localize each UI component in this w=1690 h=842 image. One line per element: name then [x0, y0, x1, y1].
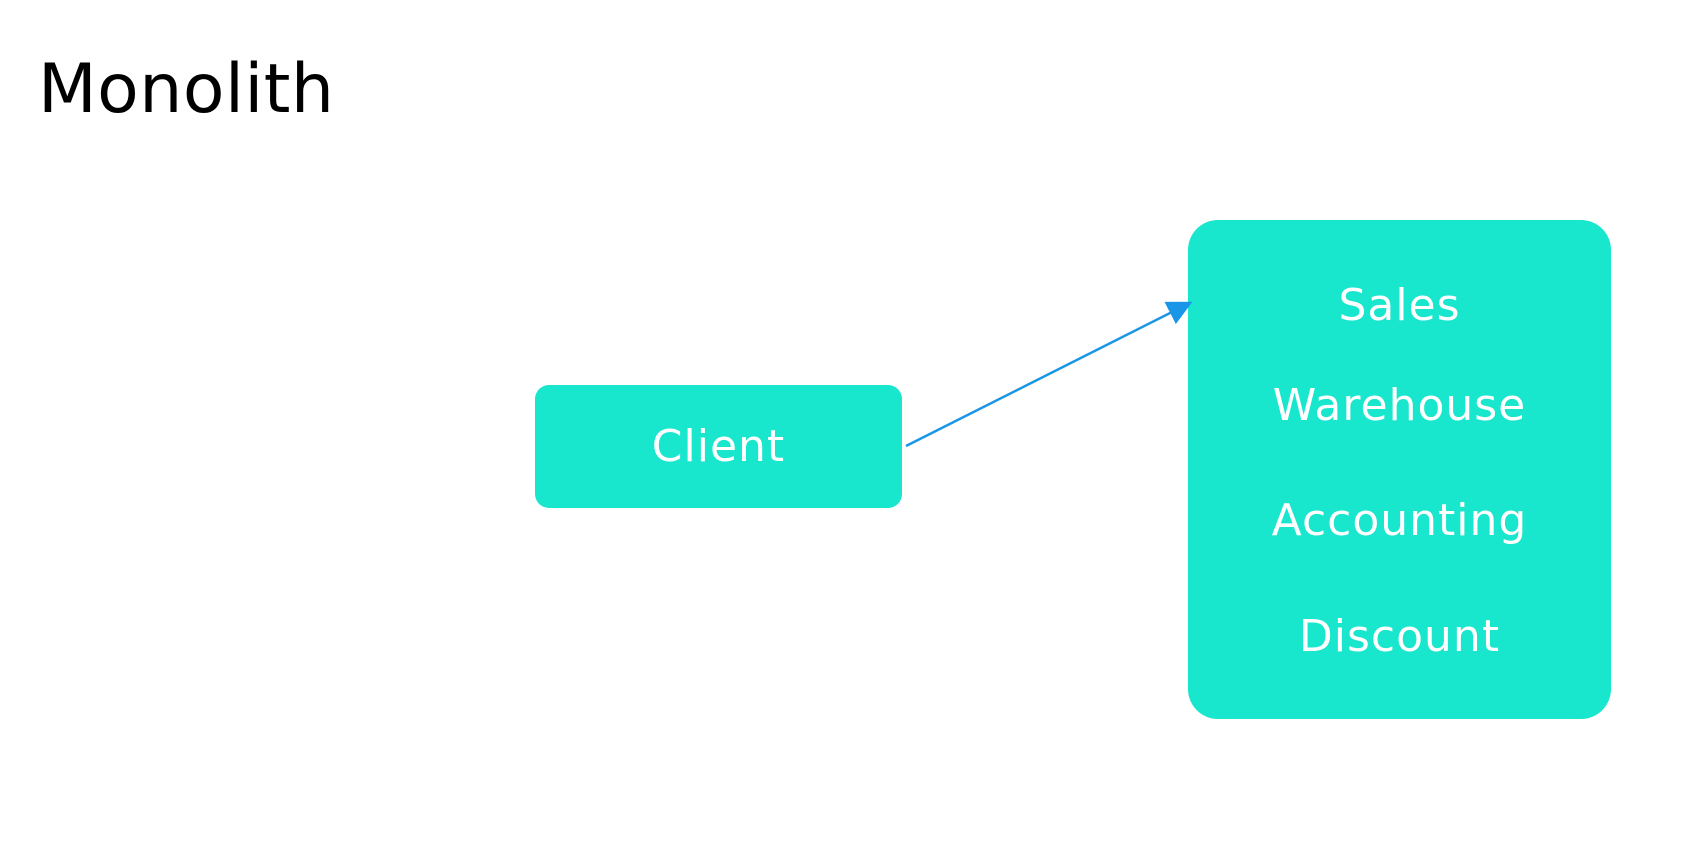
module-warehouse: Warehouse [1188, 355, 1611, 455]
module-discount-label: Discount [1298, 610, 1501, 662]
module-sales-label: Sales [1338, 279, 1461, 331]
module-sales: Sales [1188, 255, 1611, 355]
client-label: Client [651, 421, 786, 472]
monolith-box[interactable]: Sales Warehouse Accounting Discount [1188, 220, 1611, 719]
module-warehouse-label: Warehouse [1272, 379, 1527, 431]
module-accounting: Accounting [1188, 470, 1611, 570]
connector-arrow [905, 301, 1193, 448]
module-accounting-label: Accounting [1271, 494, 1528, 546]
client-box[interactable]: Client [535, 385, 902, 508]
module-discount: Discount [1188, 586, 1611, 686]
page-title: Monolith [38, 50, 335, 129]
